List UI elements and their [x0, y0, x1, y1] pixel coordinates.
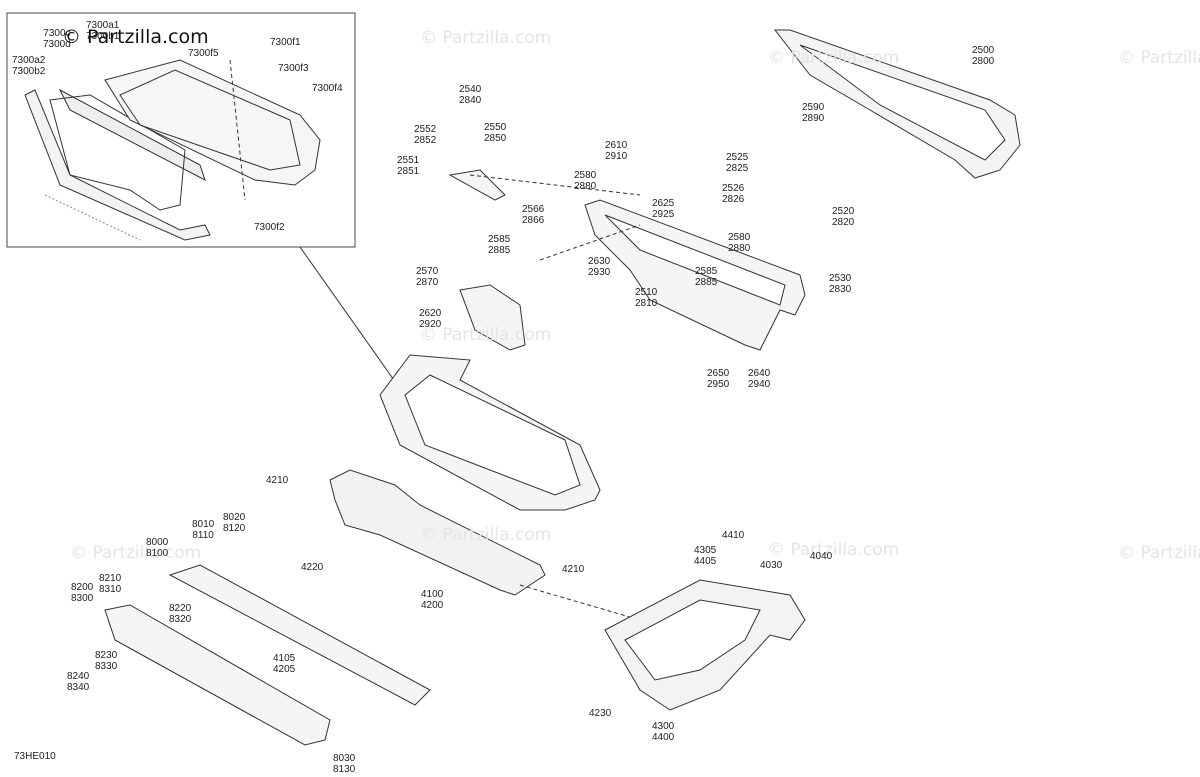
- callout: 4030: [760, 560, 783, 571]
- callout: 4305 4405: [694, 545, 717, 567]
- callout: 7300f1: [270, 37, 301, 48]
- callout: 2650 2950: [707, 368, 730, 390]
- callout: 2585 2885: [488, 234, 511, 256]
- door-frame-assembly: [448, 169, 806, 351]
- callout: 2525 2825: [726, 152, 749, 174]
- callout: 8220 8320: [169, 603, 192, 625]
- callout: 8240 8340: [67, 671, 90, 693]
- rocker-panel: [329, 469, 641, 621]
- callout: 7300a1 7300b1: [86, 20, 120, 42]
- callout: 2625 2925: [652, 198, 675, 220]
- callout: 4105 4205: [273, 653, 296, 675]
- watermark: © Partzilla.com: [1118, 543, 1200, 563]
- inset-door-assembly: [24, 59, 321, 241]
- watermark: © Partzilla.com: [420, 325, 552, 345]
- callout: 2551 2851: [397, 155, 420, 177]
- watermark: © Partzilla.com: [768, 48, 900, 68]
- callout: 2550 2850: [484, 122, 507, 144]
- inset-frame: [6, 12, 356, 248]
- callout: 7300a2 7300b2: [12, 55, 46, 77]
- watermark: © Partzilla.com: [420, 28, 552, 48]
- callout: 4210: [266, 475, 289, 486]
- callout: 2580 2880: [728, 232, 751, 254]
- callout: 4300 4400: [652, 721, 675, 743]
- callout: 2640 2940: [748, 368, 771, 390]
- callout: 7300c 7300d: [43, 28, 71, 50]
- callout: 2630 2930: [588, 256, 611, 278]
- callout: 2540 2840: [459, 84, 482, 106]
- callout: 4410: [722, 530, 745, 541]
- side-rail: [104, 564, 431, 746]
- callout: 8200 8300: [71, 582, 94, 604]
- callout: 2570 2870: [416, 266, 439, 288]
- watermark: © Partzilla.com: [1118, 48, 1200, 68]
- callout: 8020 8120: [223, 512, 246, 534]
- callout: 4230: [589, 708, 612, 719]
- door-panel: [773, 29, 1021, 179]
- callout: 2510 2810: [635, 287, 658, 309]
- callout: 8010 8110: [192, 519, 215, 541]
- callout: 2526 2826: [722, 183, 745, 205]
- inset-brand: © Partzilla.com: [62, 26, 209, 48]
- callout: 4210: [562, 564, 585, 575]
- callout: 2552 2852: [414, 124, 437, 146]
- door-frame-mid: [379, 354, 601, 511]
- callout: 2520 2820: [832, 206, 855, 228]
- callout: 2530 2830: [829, 273, 852, 295]
- diagram-code: 73HE010: [14, 751, 56, 762]
- callout: 2500 2800: [972, 45, 995, 67]
- callout: 2585 2885: [695, 266, 718, 288]
- callout: 7300f4: [312, 83, 343, 94]
- callout: 4100 4200: [421, 589, 444, 611]
- callout: 7300f3: [278, 63, 309, 74]
- callout: 2620 2920: [419, 308, 442, 330]
- callout: 2580 2880: [574, 170, 597, 192]
- callout: 4220: [301, 562, 324, 573]
- watermark: © Partzilla.com: [70, 543, 202, 563]
- callout: 7300f2: [254, 222, 285, 233]
- skid-plate: [604, 579, 806, 711]
- callout: 2566 2866: [522, 204, 545, 226]
- inset-leader-line: [299, 246, 409, 401]
- watermark: © Partzilla.com: [768, 540, 900, 560]
- watermark: © Partzilla.com: [420, 525, 552, 545]
- callout: 8000 8100: [146, 537, 169, 559]
- callout: 7300f5: [188, 48, 219, 59]
- callout: 8230 8330: [95, 650, 118, 672]
- callout: 2610 2910: [605, 140, 628, 162]
- callout: 2590 2890: [802, 102, 825, 124]
- callout: 4040: [810, 551, 833, 562]
- callout: 8210 8310: [99, 573, 122, 595]
- callout: 8030 8130: [333, 753, 356, 775]
